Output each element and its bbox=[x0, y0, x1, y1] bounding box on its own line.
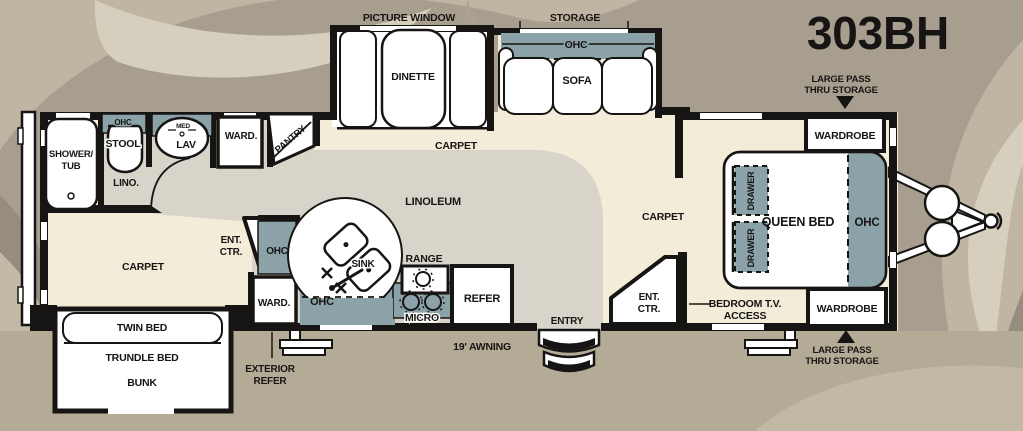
micro-label: MICRO bbox=[405, 312, 439, 324]
propane-tank bbox=[923, 184, 961, 222]
kitchen-sink bbox=[323, 222, 392, 293]
awning-label: 19' AWNING bbox=[453, 341, 511, 353]
trundle-bed-label: TRUNDLE BED bbox=[105, 352, 179, 364]
linoleum-label: LINOLEUM bbox=[405, 196, 461, 208]
lav-label: LAV bbox=[176, 139, 196, 151]
carpet-center-label: CARPET bbox=[435, 140, 478, 152]
twin-bed-label: TWIN BED bbox=[117, 322, 168, 334]
range-cooktop bbox=[400, 264, 450, 295]
drawer-label: DRAWER bbox=[746, 171, 756, 210]
kitchen-ohc-lower-label: OHC bbox=[310, 296, 334, 308]
queen-bed-label: QUEEN BED bbox=[762, 215, 835, 229]
refrigerator bbox=[450, 264, 514, 327]
background-swirl bbox=[94, 0, 432, 78]
entry-label: ENTRY bbox=[551, 316, 584, 327]
shower-tub-label: SHOWER/ bbox=[49, 149, 94, 160]
lav-sink bbox=[154, 116, 210, 160]
faucet-handle bbox=[321, 267, 333, 279]
dinette-bench bbox=[449, 30, 487, 128]
lino-label: LINO. bbox=[113, 178, 139, 189]
wardrobe-bottom-label: WARDROBE bbox=[817, 303, 878, 315]
bed-drawer bbox=[734, 165, 769, 216]
stab-jack bbox=[279, 339, 333, 349]
med-label: MED bbox=[176, 123, 190, 130]
storage-label: STORAGE bbox=[550, 12, 601, 24]
picture-window-label: PICTURE WINDOW bbox=[363, 12, 456, 24]
sink-label: SINK bbox=[351, 259, 375, 270]
sofa-ohc-cabinet bbox=[501, 33, 655, 59]
background-swirl bbox=[968, 120, 1023, 365]
bathroom-door-arc bbox=[150, 157, 191, 211]
sofa-cushion bbox=[601, 57, 653, 115]
rear-bumper bbox=[20, 110, 37, 327]
kitchen bbox=[242, 197, 514, 327]
bedroom-ent-ctr-label: CTR. bbox=[638, 304, 661, 315]
bunk-label: BUNK bbox=[127, 377, 157, 389]
kitchen-ent-ctr-label: CTR. bbox=[220, 247, 243, 258]
ground-swirl bbox=[755, 365, 1023, 431]
faucet-handle bbox=[335, 282, 347, 294]
wardrobe-top-label: WARDROBE bbox=[815, 130, 876, 142]
dinette-slide bbox=[339, 28, 487, 130]
tv-access-label: BEDROOM T.V. bbox=[709, 298, 782, 310]
exterior-refer-label: EXTERIOR bbox=[245, 364, 295, 375]
bath-wardrobe bbox=[216, 115, 264, 169]
bed-drawer bbox=[734, 221, 769, 273]
bathroom bbox=[44, 112, 316, 211]
stool-label: STOOL bbox=[106, 138, 142, 150]
range-label: RANGE bbox=[406, 253, 443, 265]
annotations bbox=[271, 21, 855, 358]
carpet-right-label: CARPET bbox=[642, 211, 685, 223]
large-pass-bottom-label: THRU STORAGE bbox=[805, 356, 878, 367]
sofa-ohc-label: OHC bbox=[565, 39, 588, 51]
stab-jack bbox=[744, 339, 798, 349]
sofa-label: SOFA bbox=[562, 75, 591, 87]
stab-jack bbox=[282, 347, 326, 356]
bunk-slide bbox=[52, 306, 234, 414]
arrow-down-icon bbox=[836, 96, 854, 109]
exterior-fittings bbox=[17, 110, 1003, 356]
kitchen-ent-ctr-label: ENT. bbox=[221, 235, 242, 246]
shower-tub-label: TUB bbox=[62, 161, 81, 172]
dinette-table bbox=[380, 28, 447, 130]
dinette-bench bbox=[339, 30, 377, 128]
bed-ohc-label: OHC bbox=[855, 217, 880, 229]
toilet bbox=[106, 124, 144, 174]
propane-tank bbox=[923, 220, 961, 258]
large-pass-top-label: THRU STORAGE bbox=[804, 85, 877, 96]
bed-ohc-cabinet bbox=[848, 152, 886, 288]
labels: 303BH PICTURE WINDOW STORAGE LARGE PASS … bbox=[49, 7, 949, 389]
model-label: 303BH bbox=[807, 7, 949, 59]
hitch-coupler bbox=[983, 213, 999, 229]
bath-ward-label: WARD. bbox=[225, 131, 258, 142]
kitchen-ohc-upper-label: OHC bbox=[266, 246, 288, 257]
carpet-left-label: CARPET bbox=[122, 261, 165, 273]
kitchen-ward-label: WARD. bbox=[258, 298, 291, 309]
exterior-refer-label: REFER bbox=[254, 376, 288, 387]
arrow-up-icon bbox=[837, 330, 855, 343]
sofa-slide bbox=[498, 33, 658, 115]
refer-label: REFER bbox=[464, 293, 501, 305]
tv-access-label: ACCESS bbox=[724, 310, 767, 322]
bedroom bbox=[609, 115, 888, 328]
dinette-label: DINETTE bbox=[391, 71, 435, 83]
kitchen-wardrobe bbox=[251, 275, 298, 326]
stab-jack bbox=[747, 347, 791, 356]
background-swirl bbox=[0, 0, 640, 150]
bedroom-ent-ctr-label: ENT. bbox=[639, 292, 660, 303]
bath-ohc-label: OHC bbox=[114, 118, 132, 127]
shower-tub bbox=[44, 117, 99, 211]
drawer-label: DRAWER bbox=[746, 228, 756, 267]
bedroom-ent-ctr-cabinet bbox=[609, 255, 680, 326]
large-pass-bottom-label: LARGE PASS bbox=[812, 345, 871, 356]
tongue-tip bbox=[951, 208, 986, 236]
sofa-cushion bbox=[503, 57, 554, 115]
entry-steps bbox=[537, 328, 601, 373]
large-pass-top-label: LARGE PASS bbox=[811, 74, 870, 85]
